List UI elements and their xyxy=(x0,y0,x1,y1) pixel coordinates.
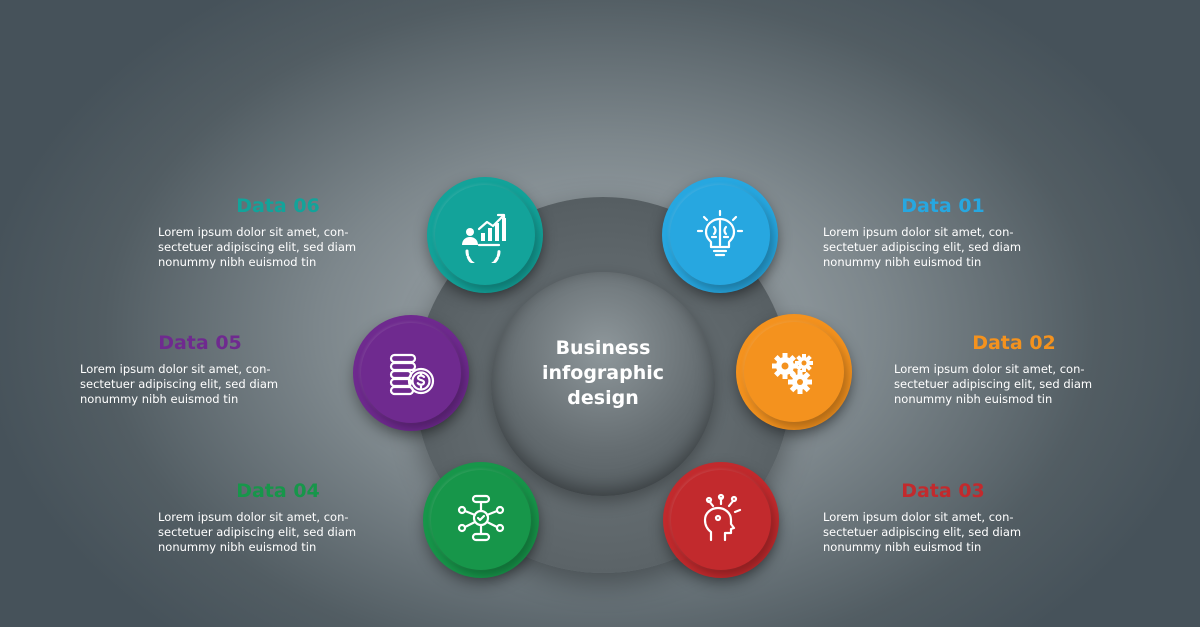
node-data-02 xyxy=(736,314,852,430)
text-data-05: Lorem ipsum dolor sit amet, con- sectetu… xyxy=(80,362,279,406)
text-data-03: Lorem ipsum dolor sit amet, con- sectetu… xyxy=(823,510,1022,554)
title-data-02: Data 02 xyxy=(972,332,1056,354)
network-bulb-icon xyxy=(457,494,505,542)
text-data-01: Lorem ipsum dolor sit amet, con- sectetu… xyxy=(823,225,1022,269)
title-data-06: Data 06 xyxy=(236,195,320,217)
text-data-06: Lorem ipsum dolor sit amet, con- sectetu… xyxy=(158,225,357,269)
title-data-03: Data 03 xyxy=(901,480,985,502)
node-data-03-face xyxy=(671,470,771,570)
text-data-02: Lorem ipsum dolor sit amet, con- sectetu… xyxy=(894,362,1093,406)
label-data-04: Data 04 Lorem ipsum dolor sit amet, con-… xyxy=(158,480,398,555)
node-data-03 xyxy=(663,462,779,578)
node-data-05-face xyxy=(361,323,461,423)
label-data-05: Data 05 Lorem ipsum dolor sit amet, con-… xyxy=(80,332,320,407)
title-data-01: Data 01 xyxy=(901,195,985,217)
node-data-05 xyxy=(353,315,469,431)
gears-icon xyxy=(772,353,813,394)
growth-chart-icon xyxy=(462,213,506,263)
node-data-01 xyxy=(662,177,778,293)
label-data-06: Data 06 Lorem ipsum dolor sit amet, con-… xyxy=(158,195,398,270)
label-data-03: Data 03 Lorem ipsum dolor sit amet, con-… xyxy=(823,480,1063,555)
node-data-06-face xyxy=(435,185,535,285)
center-hub xyxy=(491,272,715,496)
node-data-01-face xyxy=(670,185,770,285)
coins-dollar-icon xyxy=(389,353,435,396)
brain-bulb-icon xyxy=(696,209,744,257)
label-data-01: Data 01 Lorem ipsum dolor sit amet, con-… xyxy=(823,195,1063,270)
node-data-04-face xyxy=(431,470,531,570)
title-data-04: Data 04 xyxy=(236,480,320,502)
head-ideas-icon xyxy=(703,493,742,542)
node-data-02-face xyxy=(744,322,844,422)
title-data-05: Data 05 xyxy=(158,332,242,354)
node-data-04 xyxy=(423,462,539,578)
text-data-04: Lorem ipsum dolor sit amet, con- sectetu… xyxy=(158,510,357,554)
label-data-02: Data 02 Lorem ipsum dolor sit amet, con-… xyxy=(894,332,1134,407)
node-data-06 xyxy=(427,177,543,293)
center-title: Business infographic design xyxy=(541,337,665,409)
